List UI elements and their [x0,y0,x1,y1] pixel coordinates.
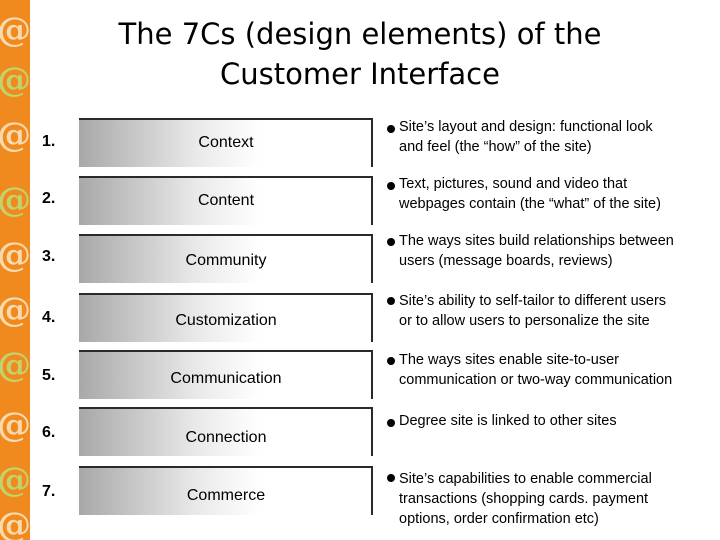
item-number: 4. [42,309,56,326]
description-line: Site’s capabilities to enable commercial [399,471,652,487]
bullet-icon [387,419,395,427]
item-label: Context [198,134,254,151]
description-line: The ways sites build relationships betwe… [399,233,674,249]
description-line: webpages contain (the “what” of the site… [399,196,661,212]
bullet-icon [387,182,395,190]
list-item: 7. Commerce Site’s capabilities to enabl… [0,464,720,527]
bullet-icon [387,238,395,246]
description-line: options, order confirmation etc) [399,511,599,527]
item-description: Site’s layout and design: functional loo… [399,117,711,157]
at-sign-decor: @ [0,505,30,540]
at-sign-decor: @ [0,405,30,445]
description-line: The ways sites enable site-to-user [399,352,620,368]
at-sign-decor: @ [0,180,30,220]
description-line: users (message boards, reviews) [399,253,613,269]
item-number: 6. [42,424,56,441]
item-label: Connection [185,429,267,446]
decorative-side-strip: @ @ @ @ @ @ @ @ @ @ [0,0,30,540]
list-item: 2. Content Text, pictures, sound and vid… [0,172,720,228]
description-line: or to allow users to personalize the sit… [399,313,650,329]
item-label: Customization [175,312,277,329]
item-label-box: Connection [79,407,373,456]
list-item: 6. Connection Degree site is linked to o… [0,405,720,461]
description-line: Site’s ability to self-tailor to differe… [399,293,667,309]
item-description: Degree site is linked to other sites [399,411,711,431]
item-description: The ways sites build relationships betwe… [399,231,711,271]
at-sign-decor: @ [0,235,30,275]
description-line: and feel (the “how” of the site) [399,139,592,155]
item-number: 5. [42,367,56,384]
item-label-box: Customization [79,293,373,342]
item-label: Commerce [186,487,266,504]
at-sign-decor: @ [0,290,30,330]
list-item: 1. Context Site’s layout and design: fun… [0,113,720,169]
at-sign-decor: @ [0,460,30,500]
item-description: The ways sites enable site-to-user commu… [399,350,711,390]
bullet-icon [387,474,395,482]
bullet-icon [387,297,395,305]
list-item: 3. Community The ways sites build relati… [0,226,720,283]
slide-title-line-2: Customer Interface [220,57,500,91]
description-line: communication or two-way communication [399,372,673,388]
item-label: Community [185,252,267,269]
at-sign-decor: @ [0,115,30,155]
at-sign-decor: @ [0,10,30,50]
at-sign-decor: @ [0,60,30,100]
bullet-icon [387,357,395,365]
item-label-box: Commerce [79,466,373,515]
at-sign-decor: @ [0,345,30,385]
slide-title: The 7Cs (design elements) of the Custome… [80,14,640,94]
item-number: 7. [42,483,56,500]
description-line: Text, pictures, sound and video that [399,176,628,192]
list-item: 5. Communication The ways sites enable s… [0,348,720,404]
item-number: 2. [42,190,56,207]
item-number: 1. [42,133,56,150]
item-label-box: Communication [79,350,373,399]
item-label: Communication [170,370,282,387]
item-label: Content [197,192,255,209]
description-line: Degree site is linked to other sites [399,413,617,429]
bullet-icon [387,125,395,133]
slide-title-line-1: The 7Cs (design elements) of the [118,17,602,51]
item-description: Site’s ability to self-tailor to differe… [399,291,711,331]
item-label-box: Context [79,118,373,167]
item-description: Text, pictures, sound and video that web… [399,174,711,214]
item-number: 3. [42,248,56,265]
item-description: Site’s capabilities to enable commercial… [399,469,711,529]
list-item: 4. Customization Site’s ability to self-… [0,289,720,345]
item-label-box: Content [79,176,373,225]
item-label-box: Community [79,234,373,283]
description-line: Site’s layout and design: functional loo… [399,119,653,135]
description-line: transactions (shopping cards. payment [399,491,649,507]
